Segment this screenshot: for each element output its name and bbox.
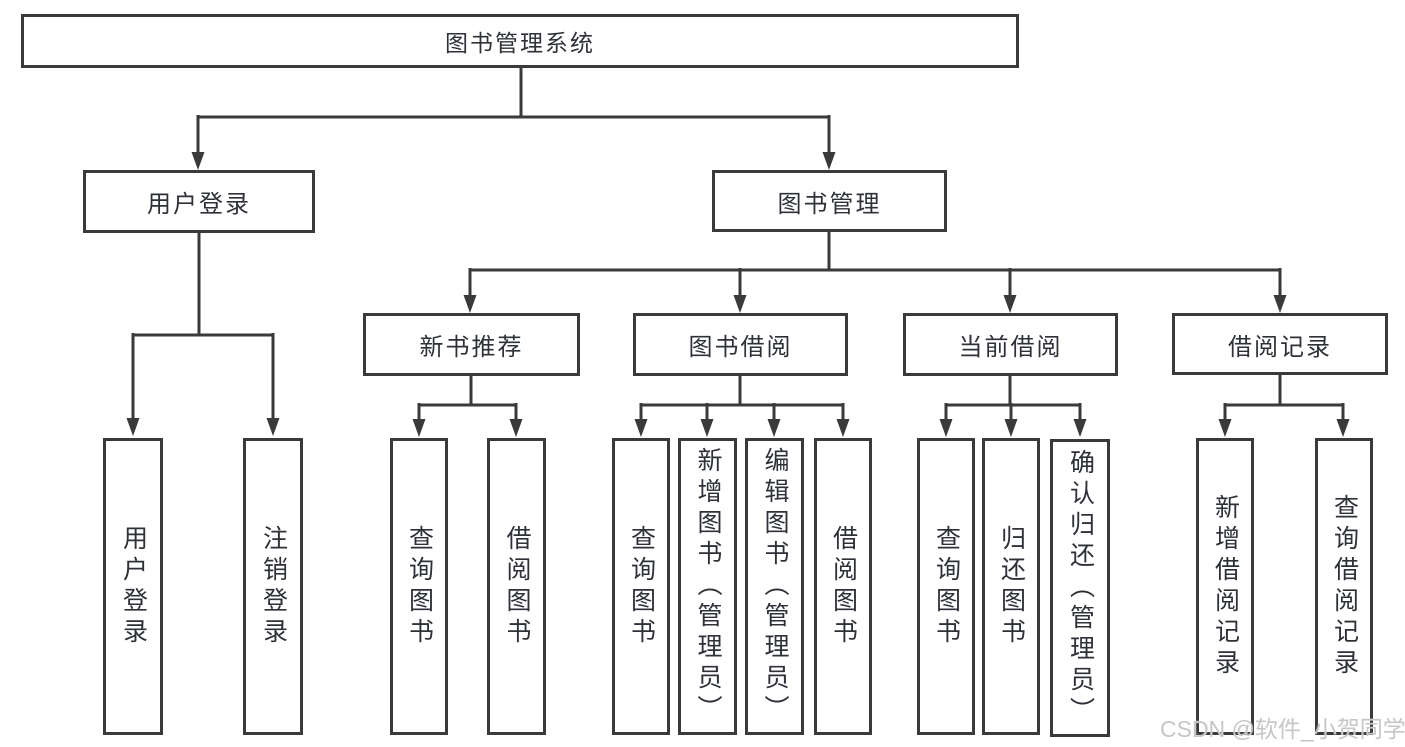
node-book-management: 图书管理 <box>712 170 947 232</box>
node-current-borrow-label: 当前借阅 <box>958 334 1063 361</box>
leaf-confirm-return-admin: 确认归还（管理员） <box>1050 439 1110 737</box>
node-book-management-label: 图书管理 <box>777 190 882 218</box>
leaf-query-borrow-record: 查询借阅记录 <box>1315 438 1373 735</box>
leaf-return-book: 归还图书 <box>982 438 1040 735</box>
leaf-query-book-3-label: 查询图书 <box>932 524 961 649</box>
leaf-query-borrow-record-label: 查询借阅记录 <box>1330 493 1359 680</box>
node-current-borrow: 当前借阅 <box>903 313 1118 376</box>
leaf-borrow-book-1-label: 借阅图书 <box>503 524 531 649</box>
node-root: 图书管理系统 <box>21 14 1019 68</box>
leaf-query-book-1-label: 查询图书 <box>405 524 434 649</box>
leaf-borrow-book-2-label: 借阅图书 <box>829 524 858 649</box>
leaf-user-login: 用户登录 <box>103 438 163 735</box>
node-borrow-records-label: 借阅记录 <box>1228 333 1332 361</box>
node-borrow-records: 借阅记录 <box>1172 313 1388 375</box>
leaf-edit-book-admin: 编辑图书（管理员） <box>745 438 804 735</box>
leaf-add-book-admin: 新增图书（管理员） <box>678 438 737 735</box>
leaf-query-book-2-label: 查询图书 <box>627 524 656 649</box>
leaf-confirm-return-admin-label: 确认归还（管理员） <box>1066 448 1095 728</box>
node-book-borrow-label: 图书借阅 <box>688 334 793 361</box>
leaf-borrow-book-1: 借阅图书 <box>487 438 546 735</box>
arrowheads <box>126 152 1350 437</box>
leaf-add-book-admin-label: 新增图书（管理员） <box>694 447 722 726</box>
leaf-borrow-book-2: 借阅图书 <box>814 438 872 735</box>
node-user-login-label: 用户登录 <box>147 191 251 218</box>
node-book-borrow: 图书借阅 <box>633 313 848 376</box>
leaf-return-book-label: 归还图书 <box>997 524 1026 649</box>
leaf-edit-book-admin-label: 编辑图书（管理员） <box>761 447 789 726</box>
node-new-book-recommend-label: 新书推荐 <box>419 334 524 361</box>
csdn-watermark: CSDN @软件_小贺同学 <box>1160 716 1405 742</box>
leaf-user-login-label: 用户登录 <box>119 524 148 649</box>
leaf-logout: 注销登录 <box>243 438 303 735</box>
node-new-book-recommend: 新书推荐 <box>363 313 580 376</box>
node-user-login: 用户登录 <box>83 170 315 233</box>
leaf-logout-label: 注销登录 <box>259 524 288 649</box>
leaf-add-borrow-record: 新增借阅记录 <box>1196 438 1254 735</box>
leaf-query-book-3: 查询图书 <box>917 438 975 735</box>
leaf-add-borrow-record-label: 新增借阅记录 <box>1211 493 1240 680</box>
leaf-query-book-1: 查询图书 <box>390 438 448 735</box>
node-root-label: 图书管理系统 <box>445 30 595 56</box>
leaf-query-book-2: 查询图书 <box>612 438 670 735</box>
